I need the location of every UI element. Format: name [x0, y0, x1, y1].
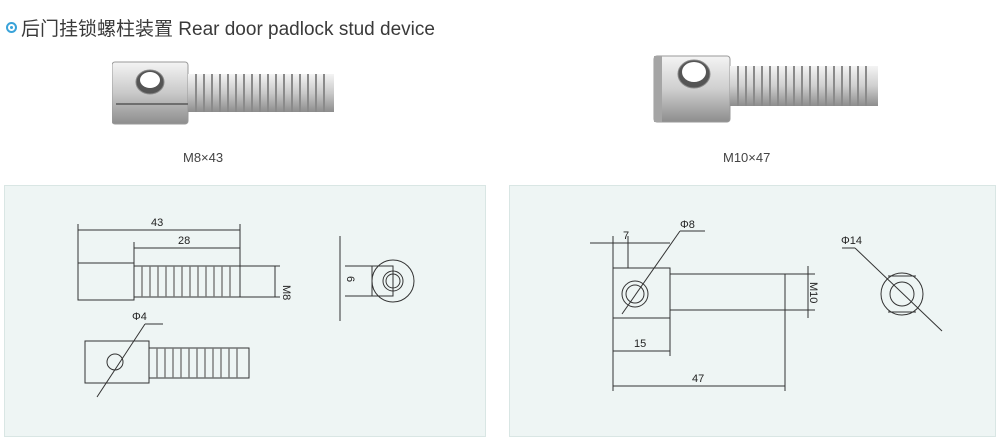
dim-overall-length: 43 — [151, 217, 163, 229]
drawing-panel-m8: 43 28 M8 6 Φ4 — [4, 185, 486, 437]
page-title: 后门挂锁螺柱装置 Rear door padlock stud device — [6, 14, 435, 41]
dim-thread-length: 28 — [178, 235, 190, 247]
technical-drawing-m10: 7 Φ8 M10 Φ14 15 47 — [590, 219, 943, 391]
technical-drawing-m8: 43 28 M8 6 Φ4 — [77, 217, 415, 398]
dim-head-width: 7 — [623, 230, 629, 242]
caption-m10: M10×47 — [723, 150, 771, 165]
dim-hole-diameter: Φ4 — [132, 311, 147, 323]
bullet-icon — [6, 22, 17, 33]
dim-end-diameter: Φ14 — [841, 235, 862, 247]
title-text: 后门挂锁螺柱装置 Rear door padlock stud device — [21, 19, 435, 40]
product-photo-m8 — [112, 61, 334, 125]
dim-end-width: 6 — [344, 276, 356, 282]
dim-thread-size: M8 — [280, 285, 292, 300]
dim-hole-diameter: Φ8 — [680, 219, 695, 231]
product-photo-m10 — [653, 55, 878, 123]
dim-head-length: 15 — [634, 338, 646, 350]
dim-overall-length: 47 — [692, 373, 704, 385]
dim-thread-size: M10 — [807, 282, 819, 303]
caption-m8: M8×43 — [183, 150, 224, 165]
drawing-panel-m10: 7 Φ8 M10 Φ14 15 47 — [509, 185, 996, 437]
